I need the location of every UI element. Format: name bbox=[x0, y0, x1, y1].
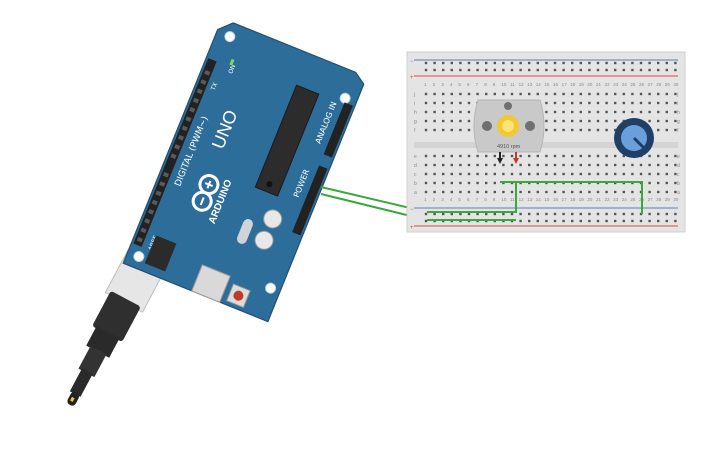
row-letter: i bbox=[414, 101, 415, 107]
breadboard-wires[interactable] bbox=[427, 181, 643, 221]
column-number: 19 bbox=[579, 197, 585, 202]
row-letter: a bbox=[414, 190, 417, 196]
breadboard-labels: 1122334455667788991010111112121313141415… bbox=[413, 82, 680, 202]
column-number: 5 bbox=[458, 82, 461, 87]
column-number: 27 bbox=[648, 82, 654, 87]
row-letter: e bbox=[677, 154, 680, 160]
row-letter: j bbox=[676, 92, 678, 98]
row-letter: d bbox=[677, 163, 680, 169]
column-number: 13 bbox=[527, 82, 533, 87]
column-number: 11 bbox=[510, 197, 515, 202]
column-number: 6 bbox=[467, 197, 470, 202]
column-number: 22 bbox=[605, 82, 611, 87]
row-letter: b bbox=[414, 181, 417, 187]
column-number: 24 bbox=[622, 197, 628, 202]
column-number: 11 bbox=[510, 82, 515, 87]
rail-minus-top: − bbox=[410, 59, 414, 65]
column-number: 29 bbox=[665, 82, 671, 87]
row-letter: j bbox=[413, 92, 415, 98]
on-label: ON bbox=[227, 64, 237, 75]
column-number: 30 bbox=[673, 197, 679, 202]
row-letter: a bbox=[677, 190, 680, 196]
column-number: 4 bbox=[450, 82, 453, 87]
column-number: 9 bbox=[493, 197, 496, 202]
column-number: 23 bbox=[613, 82, 619, 87]
column-number: 21 bbox=[596, 197, 602, 202]
column-number: 15 bbox=[544, 82, 550, 87]
column-number: 19 bbox=[579, 82, 585, 87]
column-number: 4 bbox=[450, 197, 453, 202]
column-number: 20 bbox=[587, 197, 593, 202]
column-number: 5 bbox=[458, 197, 461, 202]
row-letter: d bbox=[414, 163, 417, 169]
row-letter: h bbox=[414, 110, 417, 116]
column-number: 2 bbox=[433, 197, 436, 202]
rail-minus-bottom: − bbox=[410, 207, 414, 213]
column-number: 16 bbox=[553, 197, 559, 202]
column-number: 22 bbox=[605, 197, 611, 202]
row-letter: i bbox=[677, 101, 678, 107]
row-letter: f bbox=[414, 128, 416, 134]
column-number: 17 bbox=[562, 82, 568, 87]
column-number: 23 bbox=[613, 197, 619, 202]
column-number: 2 bbox=[433, 82, 436, 87]
column-number: 25 bbox=[630, 82, 636, 87]
column-number: 3 bbox=[441, 197, 444, 202]
rail-plus-bottom: + bbox=[410, 225, 414, 231]
column-number: 18 bbox=[570, 197, 576, 202]
row-letter: c bbox=[677, 172, 680, 178]
motor-speed: 4910 rpm bbox=[497, 144, 521, 150]
column-number: 8 bbox=[484, 197, 487, 202]
row-letter: h bbox=[677, 110, 680, 116]
column-number: 10 bbox=[501, 197, 507, 202]
column-number: 1 bbox=[424, 197, 427, 202]
column-number: 27 bbox=[648, 197, 654, 202]
breadboard-holes[interactable] bbox=[424, 61, 677, 223]
column-number: 25 bbox=[630, 197, 636, 202]
column-number: 28 bbox=[656, 82, 662, 87]
column-number: 10 bbox=[501, 82, 507, 87]
column-number: 26 bbox=[639, 82, 645, 87]
column-number: 29 bbox=[665, 197, 671, 202]
row-letter: c bbox=[414, 172, 417, 178]
column-number: 6 bbox=[467, 82, 470, 87]
column-number: 21 bbox=[596, 82, 602, 87]
column-number: 17 bbox=[562, 197, 568, 202]
column-number: 3 bbox=[441, 82, 444, 87]
arduino-uno-board[interactable]: DIGITAL (PWM~) AREF TX POWER ANALOG IN A… bbox=[122, 18, 367, 323]
column-number: 9 bbox=[493, 82, 496, 87]
row-letter: f bbox=[677, 128, 679, 134]
dc-motor-icon[interactable]: 4910 rpm bbox=[473, 99, 545, 164]
column-number: 12 bbox=[519, 82, 525, 87]
row-letter: g bbox=[677, 119, 680, 125]
potentiometer-icon[interactable] bbox=[614, 118, 654, 158]
column-number: 28 bbox=[656, 197, 662, 202]
tx-label: TX bbox=[209, 82, 219, 93]
column-number: 15 bbox=[544, 197, 550, 202]
column-number: 13 bbox=[527, 197, 533, 202]
arduino-infinity-logo bbox=[191, 174, 220, 212]
column-number: 16 bbox=[553, 82, 559, 87]
row-letter: b bbox=[677, 181, 680, 187]
column-number: 7 bbox=[476, 197, 479, 202]
column-number: 30 bbox=[673, 82, 679, 87]
motor-shaft-icon bbox=[497, 115, 519, 137]
column-number: 1 bbox=[424, 82, 427, 87]
column-number: 8 bbox=[484, 82, 487, 87]
row-letter: g bbox=[414, 119, 417, 125]
row-letter: e bbox=[414, 154, 417, 160]
column-number: 14 bbox=[536, 82, 542, 87]
reset-button-icon[interactable] bbox=[226, 283, 251, 309]
usb-cable[interactable] bbox=[51, 249, 166, 415]
column-number: 24 bbox=[622, 82, 628, 87]
column-number: 14 bbox=[536, 197, 542, 202]
column-number: 20 bbox=[587, 82, 593, 87]
column-number: 18 bbox=[570, 82, 576, 87]
column-number: 7 bbox=[476, 82, 479, 87]
column-number: 12 bbox=[519, 197, 525, 202]
rail-plus-top: + bbox=[410, 75, 414, 81]
